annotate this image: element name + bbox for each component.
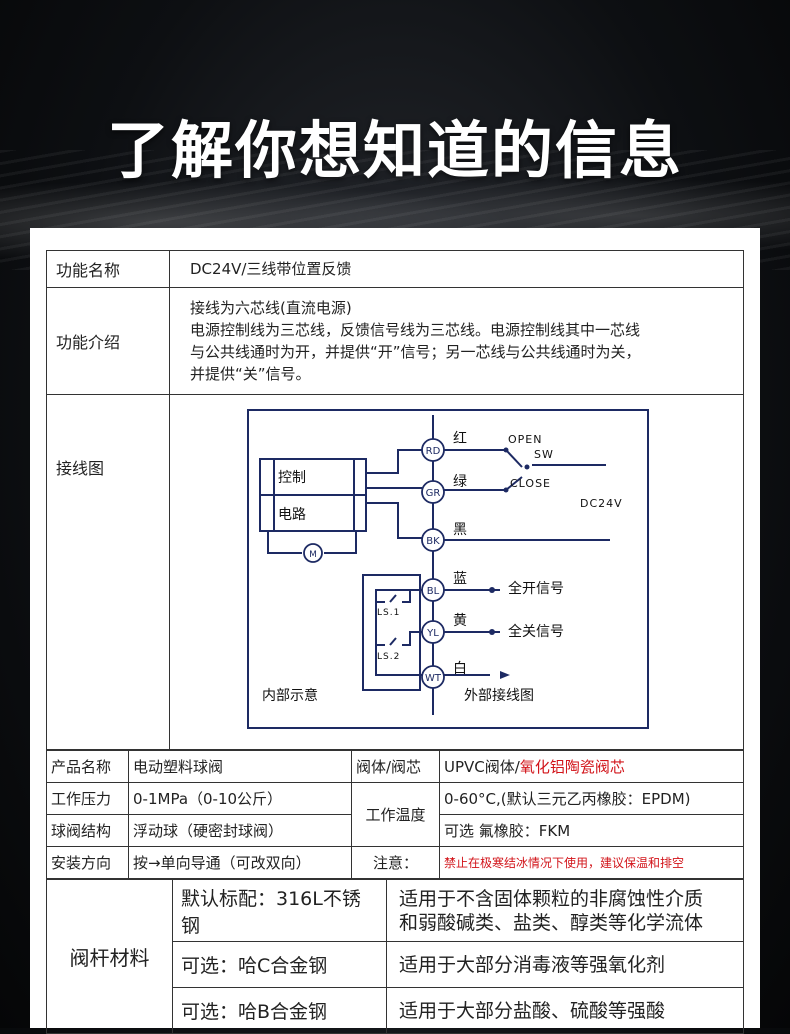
pressure-label: 工作压力 (46, 782, 129, 815)
stem-table: 阀杆材料 默认标配：316L不锈钢 适用于不含固体颗粒的非腐蚀性介质 和弱酸碱类… (46, 879, 744, 1034)
label-ls1: LS.1 (377, 608, 400, 618)
stem-row-material: 默认标配：316L不锈钢 (172, 879, 387, 942)
label-full-open: 全开信号 (508, 580, 564, 597)
terminal-bk (421, 528, 445, 552)
label-gr: GR (426, 488, 441, 499)
temp-value-2: 可选 氟橡胶：FKM (439, 814, 744, 847)
stem-row-desc: 适用于不含固体颗粒的非腐蚀性介质 和弱酸碱类、盐类、醇类等化学流体 (386, 879, 744, 942)
wiring-label: 接线图 (46, 394, 170, 750)
label-control: 控制 (278, 470, 306, 486)
product-name-label: 产品名称 (46, 750, 129, 783)
product-name-value: 电动塑料球阀 (128, 750, 352, 783)
structure-value: 浮动球（硬密封球阀） (128, 814, 352, 847)
label-sw: SW (534, 448, 554, 461)
stem-row-material: 可选：哈C合金钢 (172, 941, 387, 988)
note-label: 注意： (351, 846, 440, 879)
label-motor: M (309, 550, 317, 560)
diagram-frame (247, 409, 649, 729)
params-table: 产品名称 电动塑料球阀 阀体/阀芯 UPVC阀体/氧化铝陶瓷阀芯 工作压力 0-… (46, 750, 744, 879)
label-black: 黑 (453, 522, 467, 538)
label-red: 红 (453, 431, 467, 447)
label-bl: BL (427, 586, 440, 597)
terminal-gr (421, 480, 445, 504)
note-value: 禁止在极寒结冰情况下使用，建议保温和排空 (439, 846, 744, 879)
terminal-yl (421, 620, 445, 644)
temp-label: 工作温度 (351, 782, 440, 847)
label-yellow: 黄 (453, 612, 467, 629)
terminal-wt (421, 665, 445, 689)
spec-grid: 功能名称 DC24V/三线带位置反馈 功能介绍 接线为六芯线(直流电源) 电源控… (46, 250, 744, 1034)
info-card: 功能名称 DC24V/三线带位置反馈 功能介绍 接线为六芯线(直流电源) 电源控… (30, 228, 760, 1034)
function-intro-label: 功能介绍 (46, 287, 170, 395)
label-white: 白 (453, 661, 467, 677)
pressure-value: 0-1MPa（0-10公斤） (128, 782, 352, 815)
label-green: 绿 (453, 474, 467, 490)
wiring-diagram-cell: RD GR BK BL YL WT M 控制 电路 红 绿 (169, 394, 744, 750)
label-yl: YL (426, 628, 439, 639)
label-blue: 蓝 (453, 571, 467, 587)
spec-table: 功能名称 DC24V/三线带位置反馈 功能介绍 接线为六芯线(直流电源) 电源控… (46, 250, 744, 750)
wiring-diagram: RD GR BK BL YL WT M 控制 电路 红 绿 (247, 409, 649, 729)
stem-row-desc: 适用于大部分消毒液等强氧化剂 (386, 941, 744, 988)
stem-material-label: 阀杆材料 (46, 879, 173, 1034)
temp-value-1: 0-60°C,(默认三元乙丙橡胶：EPDM) (439, 782, 744, 815)
function-intro-text: 接线为六芯线(直流电源) 电源控制线为三芯线，反馈信号线为三芯线。电源控制线其中… (169, 287, 744, 395)
label-external: 外部接线图 (464, 687, 534, 704)
page-headline: 了解你想知道的信息 (106, 114, 683, 187)
label-ls2: LS.2 (377, 652, 400, 662)
arrow-icon (500, 671, 510, 679)
label-rd: RD (426, 446, 441, 457)
function-name-value: DC24V/三线带位置反馈 (169, 250, 744, 288)
label-full-close: 全关信号 (508, 623, 564, 640)
install-value: 按→单向导通（可改双向） (128, 846, 352, 879)
label-dc24v: DC24V (580, 497, 623, 510)
label-wt: WT (425, 673, 442, 684)
stem-row-desc: 适用于大部分盐酸、硫酸等强酸 (386, 987, 744, 1034)
label-bk: BK (426, 536, 440, 547)
label-open: OPEN (508, 433, 542, 446)
structure-label: 球阀结构 (46, 814, 129, 847)
function-name-label: 功能名称 (46, 250, 170, 288)
install-label: 安装方向 (46, 846, 129, 879)
label-internal: 内部示意 (262, 687, 318, 704)
terminal-rd (421, 438, 445, 462)
label-circuit: 电路 (278, 507, 306, 523)
label-close: CLOSE (510, 477, 551, 490)
body-core-label: 阀体/阀芯 (351, 750, 440, 783)
motor-icon (303, 543, 323, 563)
terminal-bl (421, 578, 445, 602)
body-core-value: UPVC阀体/氧化铝陶瓷阀芯 (439, 750, 744, 783)
stem-row-material: 可选：哈B合金钢 (172, 987, 387, 1034)
